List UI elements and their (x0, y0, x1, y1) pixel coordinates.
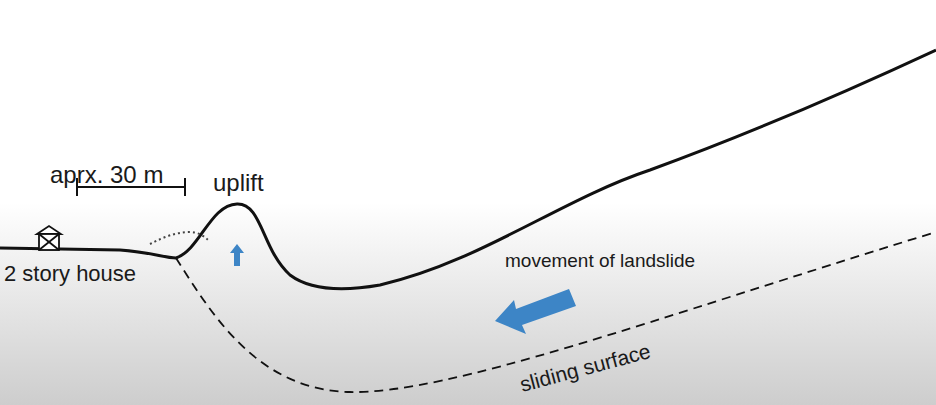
movement-label: movement of landslide (505, 251, 695, 272)
ground-surface (0, 50, 936, 289)
former-surface (150, 232, 208, 244)
movement-arrow (495, 289, 576, 334)
uplift-label: uplift (213, 170, 264, 196)
house-label: 2 story house (4, 262, 136, 286)
uplift-arrow (230, 244, 244, 266)
dimension-label: aprx. 30 m (50, 162, 163, 188)
house-symbol (37, 226, 61, 250)
